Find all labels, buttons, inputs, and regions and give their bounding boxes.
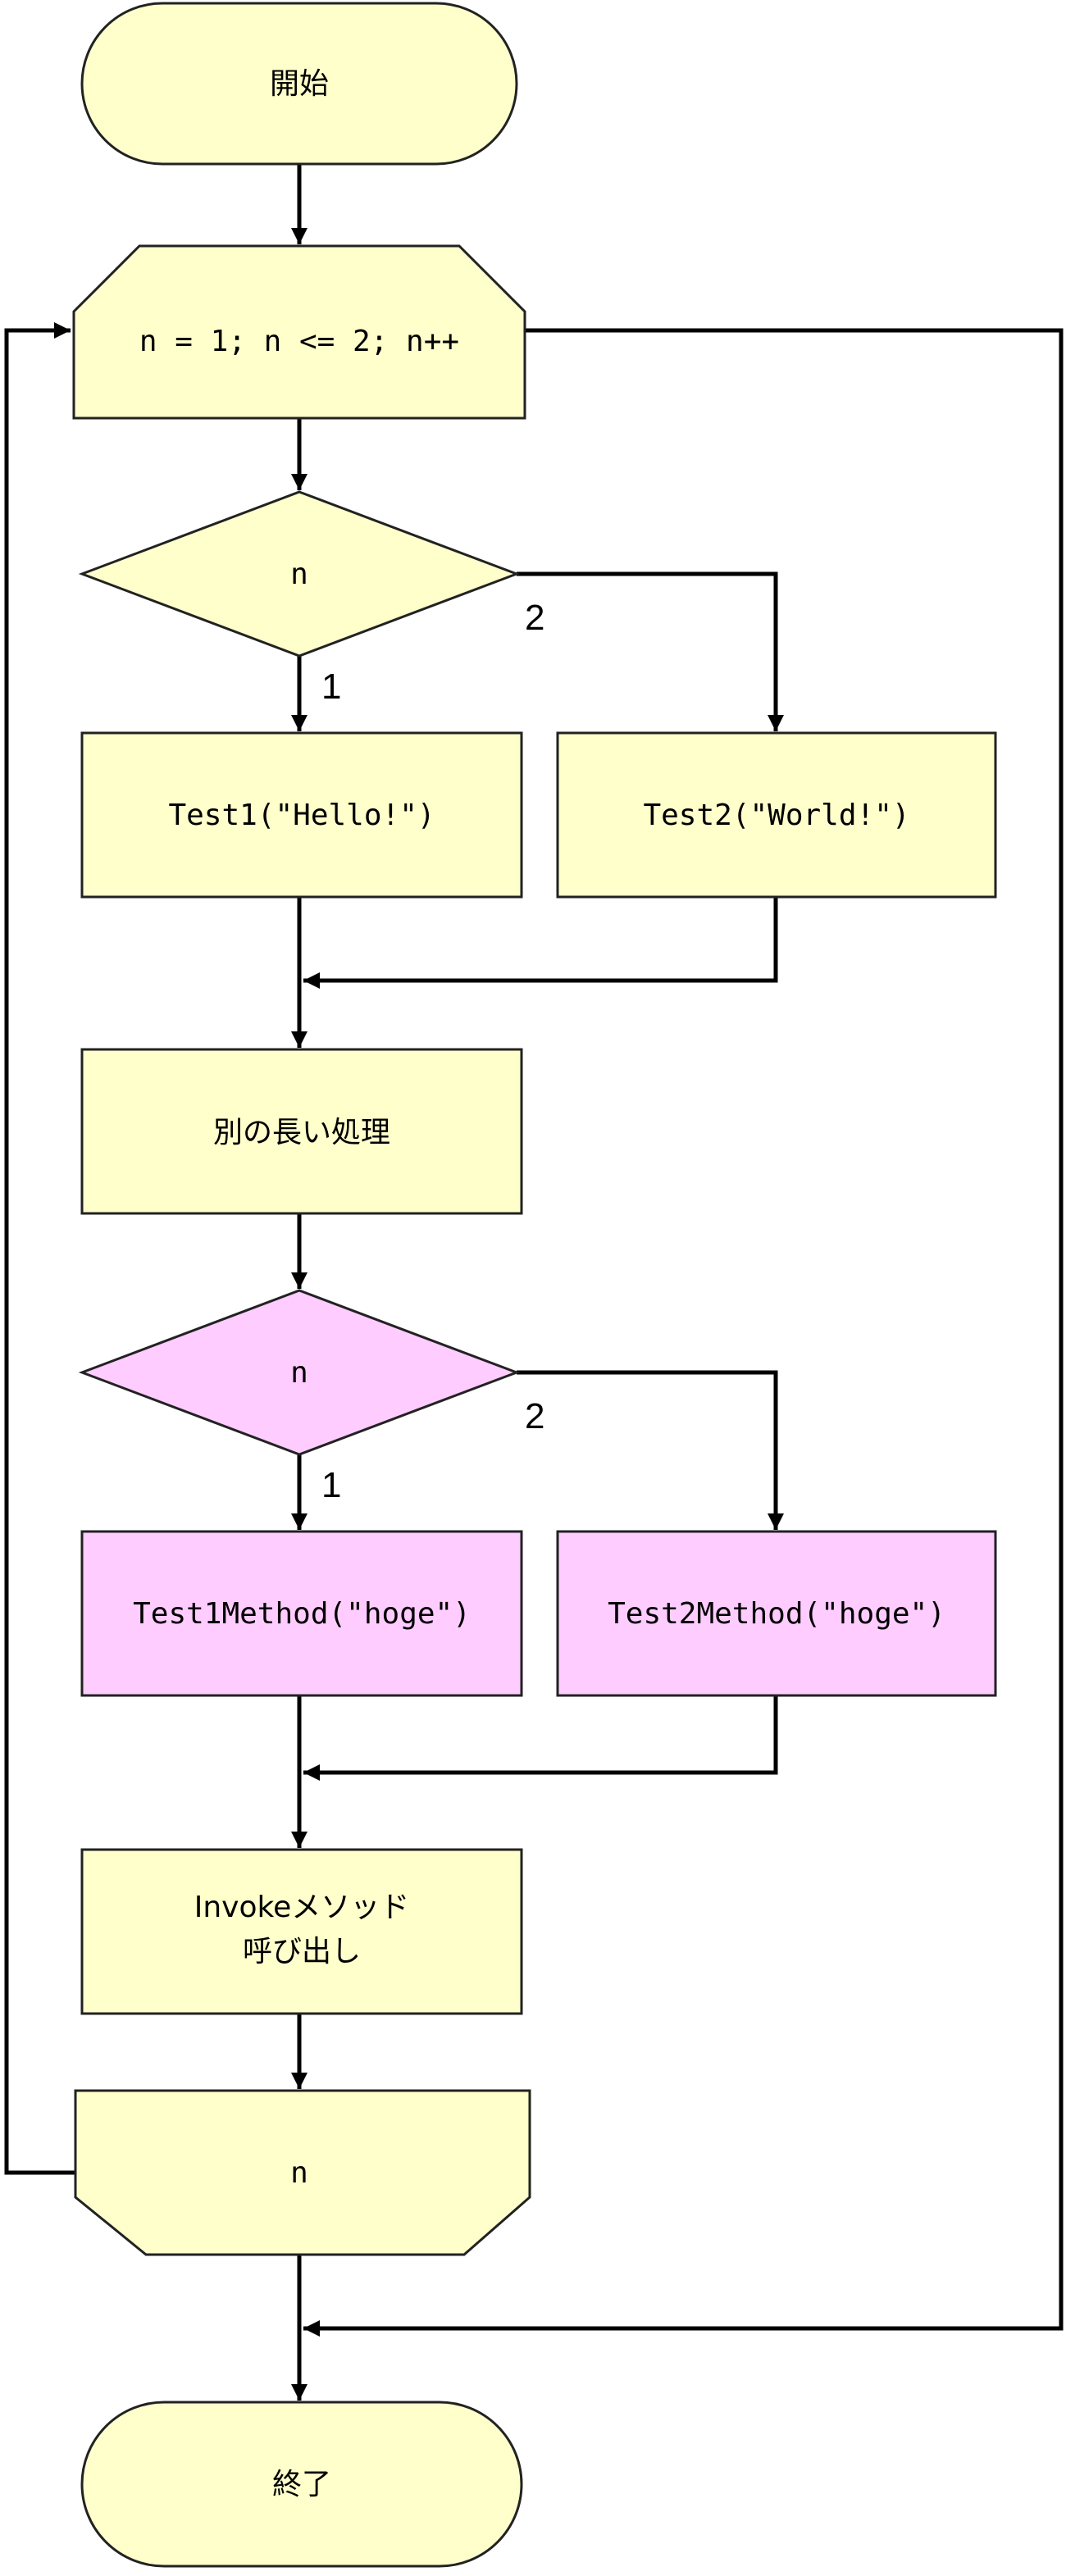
edges <box>4 164 1064 2401</box>
loop-start[interactable]: n = 1; n <= 2; n++ <box>72 244 526 420</box>
start-terminal[interactable]: 開始 <box>80 2 518 166</box>
decision-2[interactable]: n <box>78 1289 521 1456</box>
end-shape <box>80 2401 523 2568</box>
edge-decision2-case2 <box>517 1370 784 1530</box>
invoke-shape <box>80 1848 523 2015</box>
long-process-label: 別の長い処理 <box>213 1116 390 1149</box>
edge-decision1-case2 <box>517 571 784 731</box>
test2-shape <box>556 731 997 899</box>
test1-method-label: Test1Method("hoge") <box>133 1597 471 1631</box>
decision-1-shape <box>78 490 521 658</box>
decision-2-shape <box>78 1289 521 1456</box>
edge-loop-exit <box>303 328 1064 2337</box>
edge-test2-merge <box>303 897 778 989</box>
decision-1-branch-1: 1 <box>321 667 341 707</box>
long-process-shape <box>80 1048 523 1215</box>
decision-1[interactable]: n <box>78 490 521 658</box>
loop-end[interactable]: n <box>74 2089 531 2256</box>
loop-start-label: n = 1; n <= 2; n++ <box>139 325 459 358</box>
end-label: 終了 <box>272 2468 331 2501</box>
test1-process[interactable]: Test1("Hello!") <box>80 731 523 899</box>
long-process[interactable]: 別の長い処理 <box>80 1048 523 1215</box>
start-shape <box>80 2 518 166</box>
invoke-process[interactable]: Invokeメソッド 呼び出し <box>80 1848 523 2015</box>
test2-process[interactable]: Test2("World!") <box>556 731 997 899</box>
edge-loop-back <box>4 322 75 2175</box>
invoke-label-line2: 呼び出し <box>243 1935 361 1968</box>
decision-1-label: n <box>290 558 308 591</box>
decision-2-branch-2: 2 <box>525 1396 544 1436</box>
edge-test2method-merge <box>303 1695 778 1781</box>
test1-label: Test1("Hello!") <box>168 799 435 832</box>
loop-start-shape <box>72 244 526 420</box>
test2-method-shape <box>556 1530 997 1697</box>
test2-method-label: Test2Method("hoge") <box>608 1597 945 1631</box>
invoke-label-line1: Invokeメソッド <box>194 1891 409 1924</box>
decision-1-branch-2: 2 <box>525 598 544 638</box>
loop-end-label: n <box>290 2156 308 2190</box>
start-label: 開始 <box>270 67 329 101</box>
decision-2-branch-1: 1 <box>321 1465 341 1505</box>
loop-end-shape <box>74 2089 531 2256</box>
end-terminal[interactable]: 終了 <box>80 2401 523 2568</box>
test2-label: Test2("World!") <box>643 799 909 832</box>
decision-2-label: n <box>290 1356 308 1390</box>
test2-method-process[interactable]: Test2Method("hoge") <box>556 1530 997 1697</box>
test1-shape <box>80 731 523 899</box>
test1-method-shape <box>80 1530 523 1697</box>
test1-method-process[interactable]: Test1Method("hoge") <box>80 1530 523 1697</box>
